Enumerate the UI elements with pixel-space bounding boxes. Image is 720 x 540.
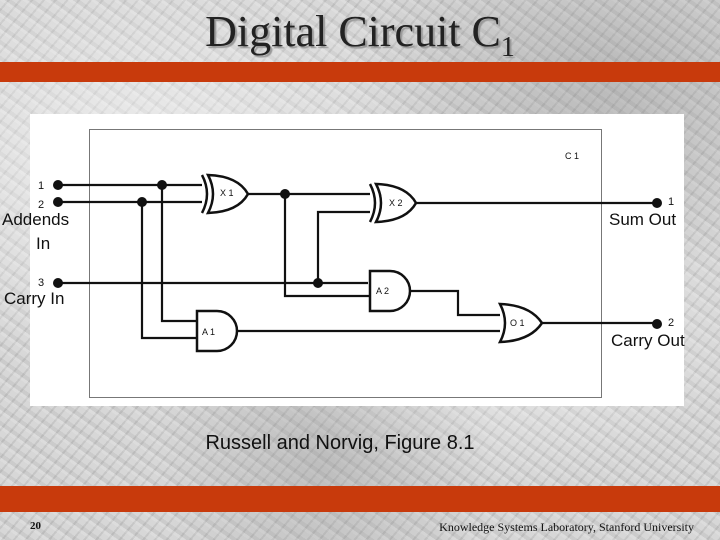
top-accent-bar (0, 62, 720, 82)
input-pin-3-dot (53, 278, 63, 288)
input-pin-label-3: 3 (38, 277, 44, 289)
wire-cin-to-x2 (316, 210, 370, 283)
input-pin-2-dot (53, 197, 63, 207)
slide-title-text: Digital Circuit C (205, 7, 501, 56)
circuit-frame (89, 129, 602, 398)
wire-in2-to-a1 (140, 202, 197, 340)
junction-dot (157, 180, 167, 190)
or-gate-o1 (497, 302, 544, 344)
carry-out-label: Carry Out (611, 331, 685, 350)
addends-in-label-line2: In (36, 234, 51, 253)
gate-label-x1: X 1 (220, 188, 234, 198)
gate-label-a2: A 2 (376, 286, 389, 296)
and-gate-a2 (368, 269, 412, 313)
junction-dot (280, 189, 290, 199)
figure-caption: Russell and Norvig, Figure 8.1 (205, 432, 475, 454)
xor-gate-x2 (368, 182, 418, 224)
output-pin-label-2: 2 (668, 317, 674, 329)
input-pin-label-1: 1 (38, 180, 44, 192)
input-pin-1-dot (53, 180, 63, 190)
junction-dot (137, 197, 147, 207)
gate-label-x2: X 2 (389, 198, 403, 208)
circuit-panel (30, 114, 684, 406)
output-pin-2-dot (652, 319, 662, 329)
and-gate-a1 (195, 309, 239, 353)
gate-label-o1: O 1 (510, 318, 525, 328)
slide-title: Digital Circuit C1 (0, 6, 720, 64)
output-pin-label-1: 1 (668, 196, 674, 208)
input-pin-label-2: 2 (38, 199, 44, 211)
wire-in1-to-a1 (160, 185, 197, 323)
bottom-accent-bar (0, 486, 720, 512)
junction-dot (313, 278, 323, 288)
xor-gate-x1 (200, 173, 250, 215)
circuit-name: C 1 (565, 151, 579, 161)
wire-x1-to-a2 (283, 194, 370, 298)
footer-credit: Knowledge Systems Laboratory, Stanford U… (439, 520, 694, 534)
output-pin-1-dot (652, 198, 662, 208)
sum-out-label: Sum Out (609, 210, 677, 229)
slide-title-subscript: 1 (500, 32, 515, 63)
page-number: 20 (30, 520, 41, 532)
addends-in-label-line1: Addends (2, 210, 70, 229)
gate-label-a1: A 1 (202, 327, 215, 337)
carry-in-label: Carry In (4, 289, 65, 308)
wire-a2-to-o1 (405, 289, 500, 317)
